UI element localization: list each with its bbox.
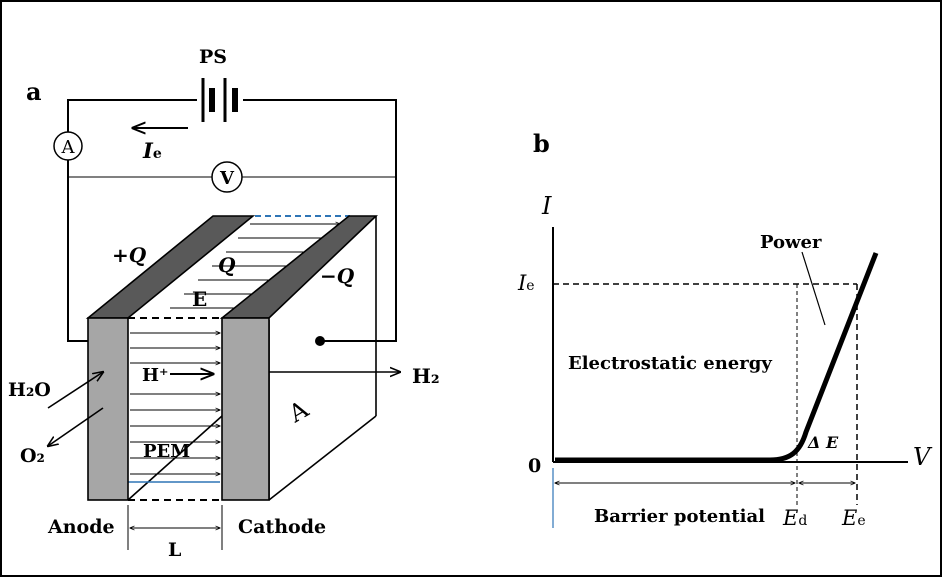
ie-label: Ie [517, 271, 535, 295]
water-label: H₂O [8, 379, 51, 401]
voltmeter: V [211, 161, 243, 193]
panel-a: a PS Ie A V [8, 46, 440, 561]
panel-a-label: a [26, 77, 42, 106]
field-label: E [192, 287, 207, 311]
panel-b: b I V 0 Ie Power Electrostatic energy Δ … [517, 129, 933, 530]
oxygen-arrow [48, 407, 104, 446]
anode-electrode [85, 215, 256, 501]
thickness-label: L [168, 539, 181, 561]
area-label: A [283, 395, 313, 429]
ammeter-label: A [61, 137, 76, 158]
cathode-electrode [219, 215, 378, 501]
power-pointer [801, 251, 826, 326]
terminal-dot [315, 336, 325, 346]
anode-label: Anode [47, 516, 115, 538]
x-axis-label: V [913, 443, 933, 471]
water-arrow [47, 372, 103, 409]
proton-label: H⁺ [142, 365, 169, 386]
cathode-label: Cathode [238, 516, 326, 538]
iv-curve [555, 252, 879, 463]
panel-b-label: b [533, 129, 550, 158]
charge-negative: −Q [320, 264, 355, 288]
hydrogen-label: H₂ [412, 364, 440, 388]
circuit-wires [67, 99, 397, 342]
ee-label: Ee [841, 506, 866, 530]
membrane-label: PEM [143, 441, 190, 462]
y-axis-label: I [541, 192, 552, 220]
ammeter: A [53, 131, 83, 161]
voltmeter-label: V [219, 168, 235, 189]
oxygen-label: O₂ [20, 445, 45, 467]
current-label: Ie [142, 138, 162, 163]
power-label: Power [760, 232, 822, 253]
ammeter-icon [53, 131, 83, 161]
power-supply-label: PS [199, 46, 227, 68]
origin-label: 0 [528, 455, 541, 477]
barrier-label: Barrier potential [594, 506, 765, 527]
membrane-edges [127, 215, 350, 501]
voltmeter-icon [211, 161, 243, 193]
charge-positive: +Q [112, 243, 147, 267]
thickness-dimension [127, 505, 223, 550]
ed-label: Ed [782, 506, 807, 530]
delta-e-label: Δ E [807, 433, 839, 452]
charge-middle: Q [218, 253, 236, 277]
electrostatic-label: Electrostatic energy [568, 353, 772, 374]
battery-icon [201, 78, 238, 122]
field-arrows-front [130, 333, 220, 474]
